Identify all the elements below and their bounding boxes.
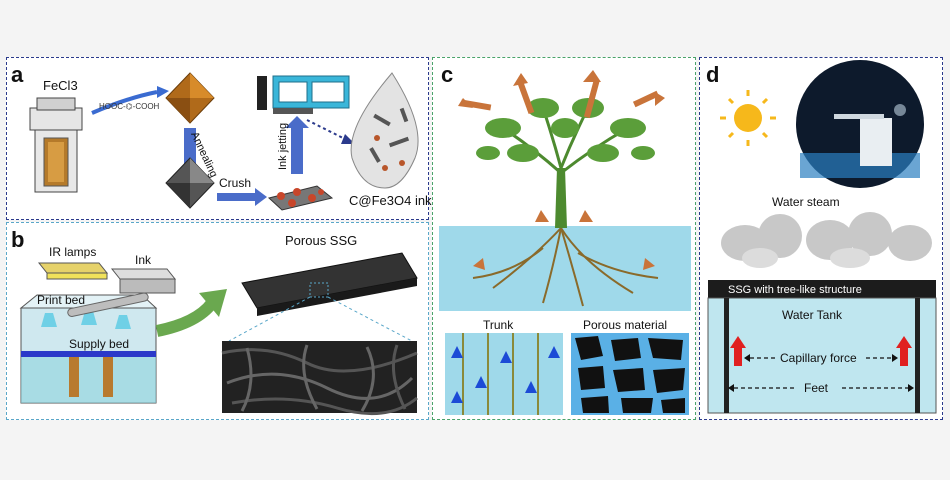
panel-d: d	[699, 57, 943, 420]
green-arrow	[155, 299, 217, 337]
tree-branches	[502, 107, 629, 175]
tree-leaves	[476, 98, 655, 162]
porous-ssg-icon	[241, 252, 418, 316]
panel-c-label: c	[441, 62, 454, 87]
panel-b-graphics	[19, 252, 418, 416]
left-foot	[724, 298, 729, 413]
carbon-crystal-icon	[165, 157, 215, 209]
ink-label: Ink	[135, 253, 152, 267]
tree-roots	[472, 227, 659, 307]
sun-icon	[720, 90, 776, 146]
water-steam-label: Water steam	[772, 195, 840, 209]
water-steam-clouds	[721, 212, 932, 268]
evaporation-arrows	[458, 70, 665, 270]
crushed-particles-icon	[267, 185, 334, 211]
water-tank-label: Water Tank	[782, 308, 843, 322]
ink-product-label: C@Fe3O4 ink	[349, 193, 432, 208]
panel-a: a	[6, 57, 432, 220]
ir-lamps-label: IR lamps	[49, 245, 97, 259]
ink-jetting-arrow	[291, 126, 303, 174]
capillary-force-label: Capillary force	[780, 351, 857, 365]
supply-bed-label: Supply bed	[69, 337, 130, 351]
capillary-arrows	[730, 336, 912, 366]
ink-dotted-arrow	[306, 119, 348, 141]
dashed-arrows	[734, 357, 908, 389]
tree-trunk	[555, 168, 567, 228]
fecl3-label: FeCl3	[43, 78, 78, 93]
porous-material-inset	[571, 333, 689, 415]
panel-b: b	[6, 222, 429, 420]
porous-material-label: Porous material	[583, 318, 668, 332]
ssg-label: SSG with tree-like structure	[728, 284, 862, 296]
printer-body-icon	[19, 292, 158, 404]
right-foot	[915, 298, 920, 413]
crush-label: Crush	[219, 176, 252, 190]
panel-a-label: a	[11, 62, 24, 87]
linker-label: HOOC-⌬-COOH	[99, 102, 160, 111]
device-photo	[796, 60, 924, 188]
print-head-icon	[257, 75, 350, 114]
panel-b-label: b	[11, 227, 25, 252]
panel-c-graphics	[439, 70, 691, 415]
autoclave-icon	[29, 97, 83, 193]
ir-lamps-icon	[37, 262, 109, 280]
ssg-layer	[708, 280, 936, 298]
trunk-inset	[445, 333, 563, 415]
print-bed-label: Print bed	[37, 293, 86, 307]
crush-arrow	[217, 193, 257, 201]
supply-bed-plate	[21, 351, 156, 357]
panel-a-graphics	[29, 72, 419, 211]
ink-box-icon	[110, 268, 177, 294]
panel-c: c	[432, 57, 696, 420]
zoom-box	[309, 282, 329, 298]
porous-ssg-label: Porous SSG	[285, 233, 358, 248]
ink-droplet-icon	[350, 72, 419, 189]
panel-d-graphics	[707, 60, 937, 414]
water-tank	[707, 297, 937, 414]
feet-label: Feet	[804, 381, 829, 395]
ink-jetting-label: Ink jetting	[277, 122, 289, 170]
mof-crystal-icon	[165, 72, 215, 124]
panel-d-label: d	[706, 62, 720, 87]
trunk-label: Trunk	[483, 318, 514, 332]
fiber-network-icon	[221, 341, 418, 416]
linker-arrow	[91, 90, 158, 115]
